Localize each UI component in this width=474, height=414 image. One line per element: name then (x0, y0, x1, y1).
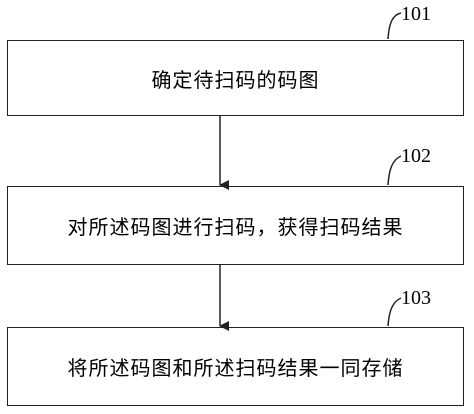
step-text-2: 对所述码图进行扫码，获得扫码结果 (67, 215, 404, 239)
step-text-3: 将所述码图和所述扫码结果一同存储 (67, 356, 404, 380)
step-box-2: 对所述码图进行扫码，获得扫码结果 (7, 186, 464, 265)
step-text-1: 确定待扫码的码图 (151, 67, 320, 92)
ref-leader-1 (387, 12, 402, 40)
ref-leader-2 (387, 155, 402, 186)
step-ref-3: 103 (401, 287, 431, 309)
step-ref-1: 101 (401, 3, 431, 25)
step-box-3: 将所述码图和所述扫码结果一同存储 (7, 327, 464, 406)
step-ref-2: 102 (401, 145, 431, 167)
step-box-1: 确定待扫码的码图 (7, 40, 464, 116)
ref-leader-3 (387, 297, 402, 327)
